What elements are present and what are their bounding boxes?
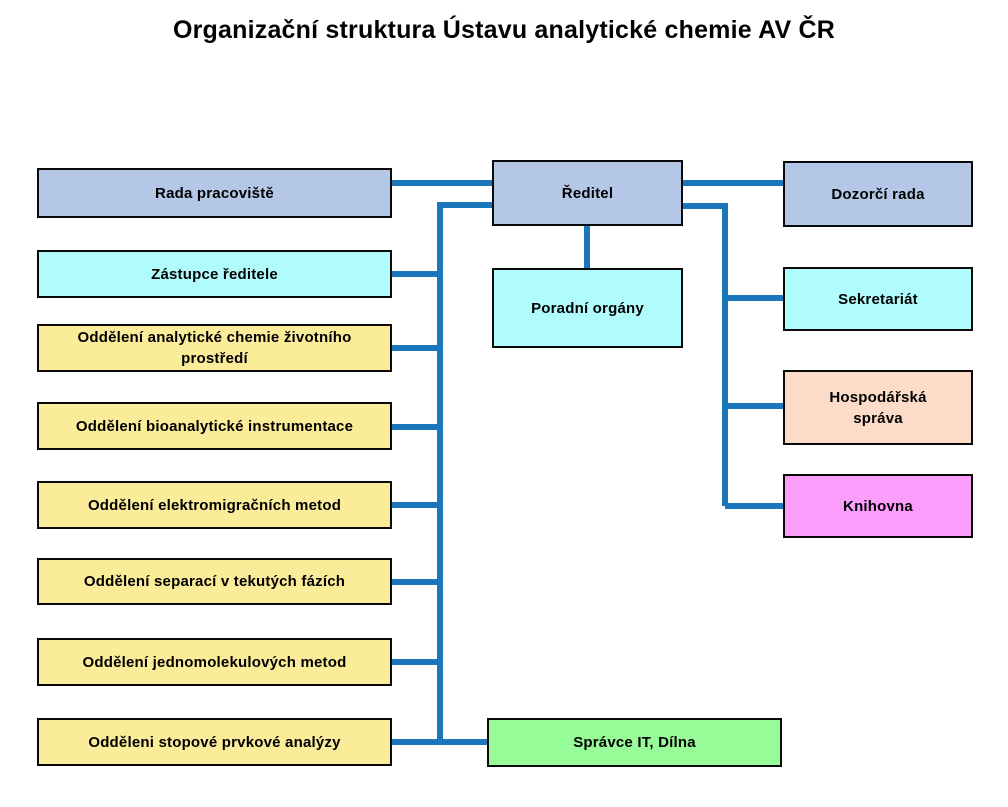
node-label: Rada pracoviště (155, 184, 274, 202)
node-label: Oddělení elektromigračních metod (87, 496, 342, 514)
node-label: Oddělení analytické chemie životního pro… (77, 329, 352, 367)
node-label: Oddělení jednomolekulových metod (82, 653, 347, 671)
node-oddeleni-bioanalyticke-instrumentace: Oddělení bioanalytické instrumentace (37, 402, 392, 450)
node-label: Správce IT, Dílna (573, 734, 696, 751)
node-label: Knihovna (843, 497, 913, 515)
node-label: Oddělení bioanalytické instrumentace (75, 417, 354, 435)
node-label: Sekretariát (838, 290, 918, 308)
node-oddeleni-jednomolekulovych-metod: Oddělení jednomolekulových metod (37, 638, 392, 686)
node-label: Hospodářská správa (829, 388, 927, 427)
node-label: Odděleni stopové prvkové analýzy (88, 733, 341, 751)
node-dozorci-rada: Dozorčí rada (783, 161, 973, 227)
node-zastupce-reditele: Zástupce ředitele (37, 250, 392, 298)
node-oddeleni-elektromigracnich-metod: Oddělení elektromigračních metod (37, 481, 392, 529)
node-oddeleni-stopove-prvkove-analyzy: Odděleni stopové prvkové analýzy (37, 718, 392, 766)
node-poradni-organy: Poradní orgány (492, 268, 683, 348)
node-label: Zástupce ředitele (151, 265, 278, 283)
node-label: Oddělení separací v tekutých fázích (83, 573, 346, 590)
node-reditel: Ředitel (492, 160, 683, 226)
node-rada-pracoviste: Rada pracoviště (37, 168, 392, 218)
node-label: Dozorčí rada (831, 185, 925, 203)
node-knihovna: Knihovna (783, 474, 973, 538)
diagram-title: Organizační struktura Ústavu analytické … (172, 16, 835, 44)
node-oddeleni-separaci-v-tekutych-fazich: Oddělení separací v tekutých fázích (37, 558, 392, 605)
node-label: Ředitel (561, 184, 614, 202)
node-label: Poradní orgány (531, 299, 644, 317)
node-sekretariat: Sekretariát (783, 267, 973, 331)
node-oddeleni-analyticke-chemie-zivotniho-prostredi: Oddělení analytické chemie životního pro… (37, 324, 392, 372)
node-hospodarska-sprava: Hospodářská správa (783, 370, 973, 445)
node-spravce-it-dilna: Správce IT, Dílna (487, 718, 782, 767)
